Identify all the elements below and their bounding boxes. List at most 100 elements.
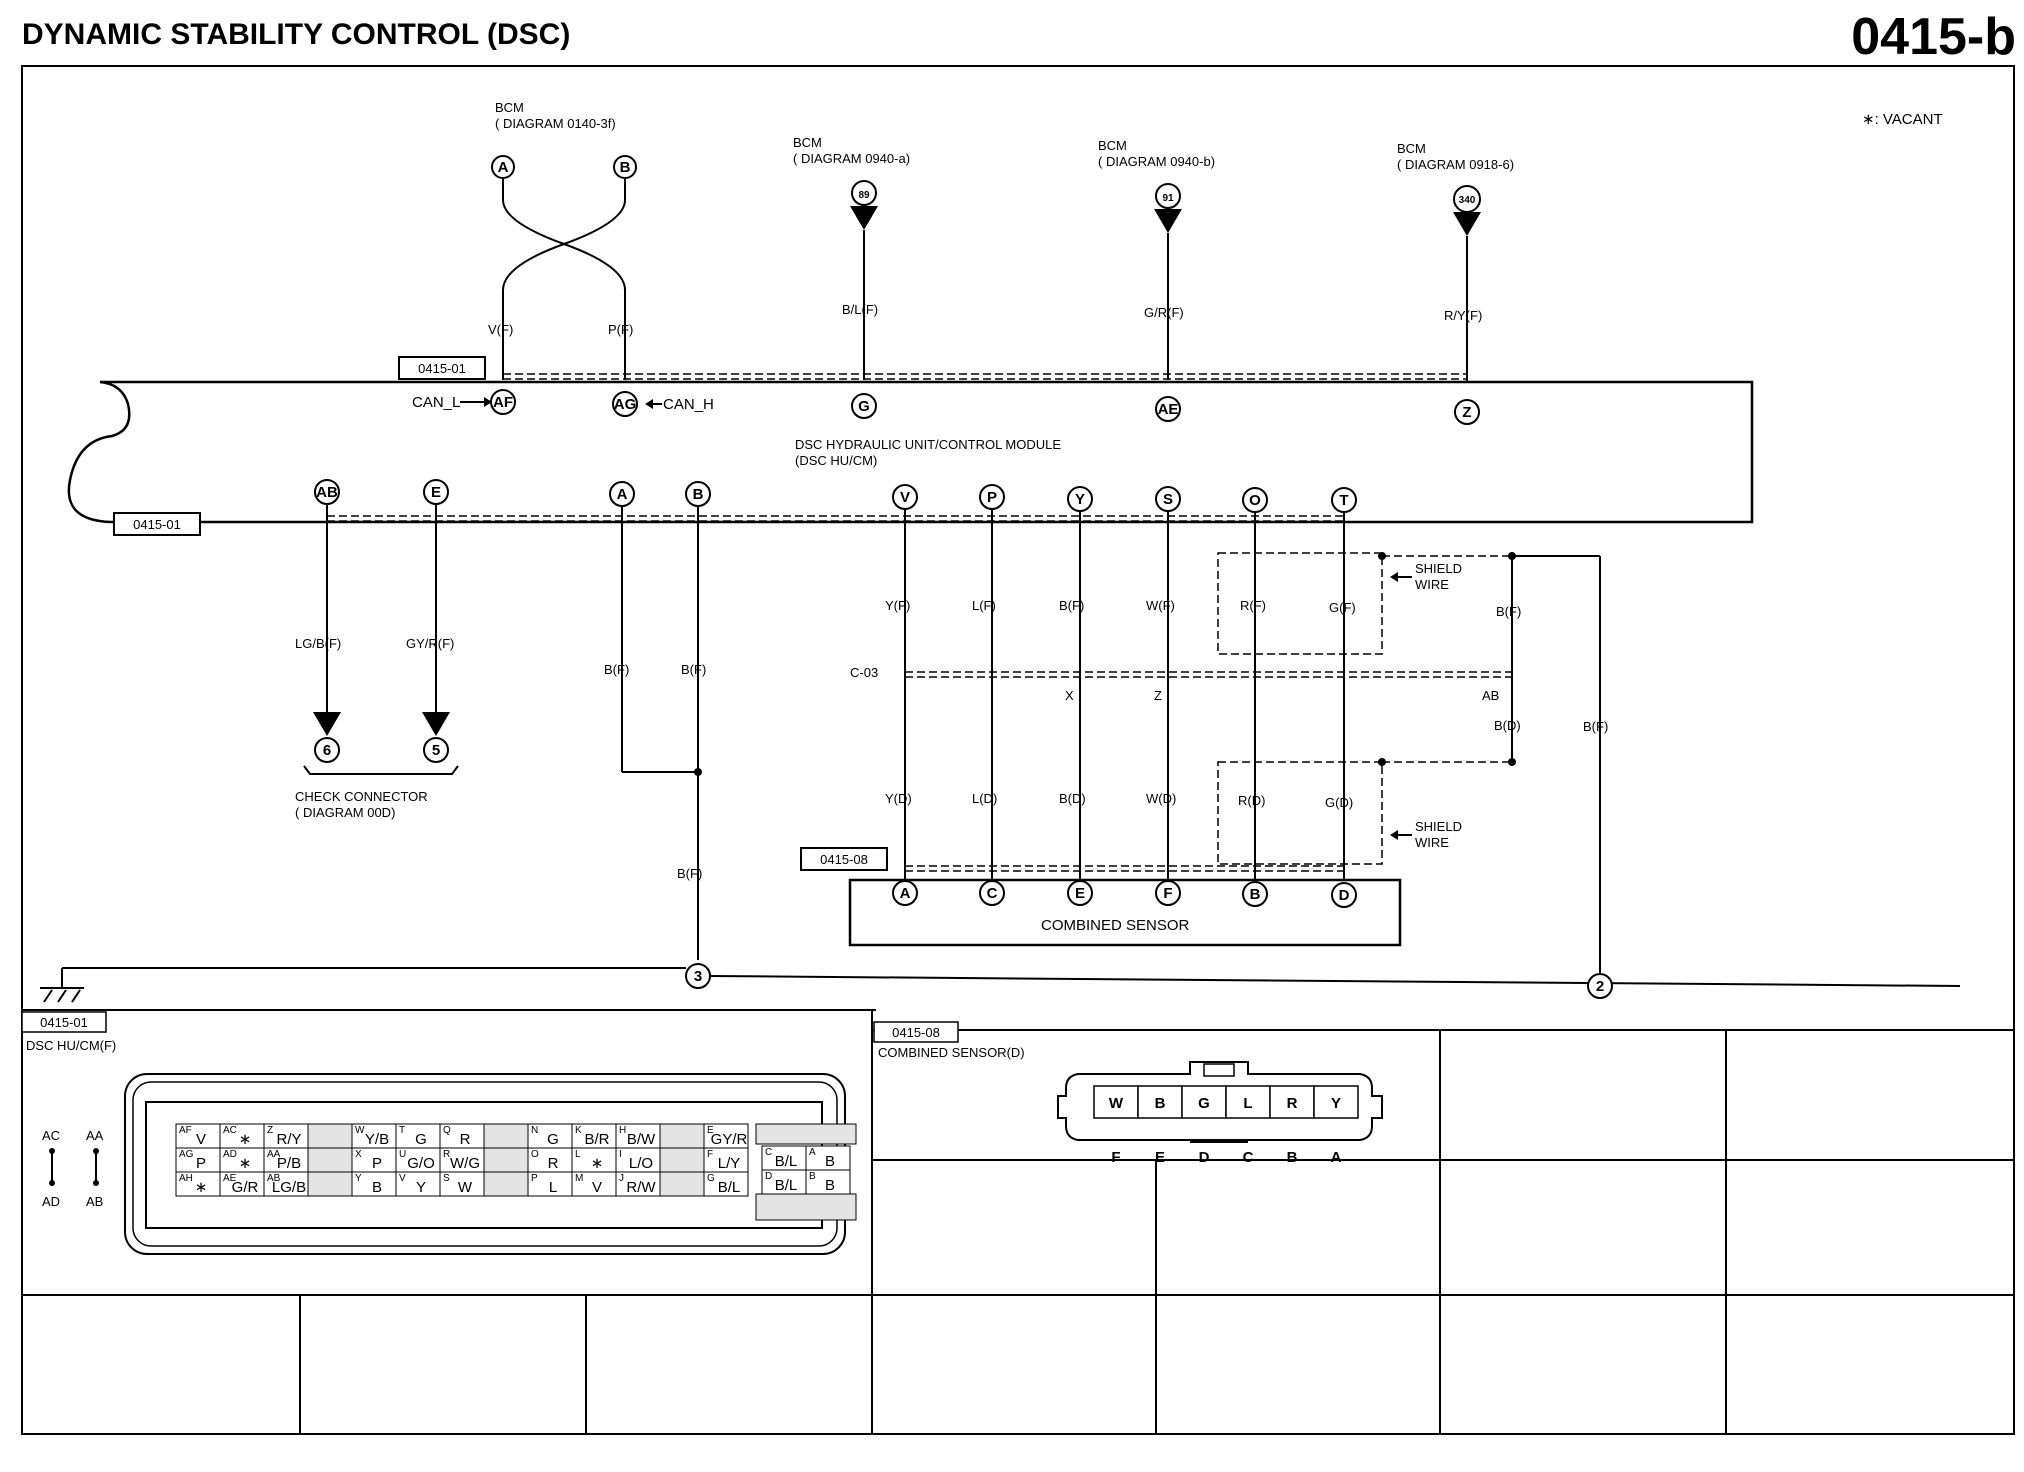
cavity-id: Y (355, 1173, 362, 1184)
cavity-id: M (575, 1173, 583, 1184)
svg-text:Y(D): Y(D) (885, 791, 912, 806)
can-low-label: CAN_L (412, 394, 460, 411)
svg-text:B(F): B(F) (681, 662, 706, 677)
svg-text:BCM: BCM (1397, 141, 1426, 156)
svg-text:Y: Y (1075, 491, 1085, 508)
cavity-color: R/Y (276, 1131, 301, 1148)
cavity-color: B/R (584, 1131, 609, 1148)
cavity-id: V (399, 1173, 406, 1184)
svg-text:B(F): B(F) (604, 662, 629, 677)
svg-text:89: 89 (858, 190, 870, 201)
svg-text:B(D): B(D) (1494, 718, 1521, 733)
sensor-cavity-pin: C (1243, 1149, 1254, 1166)
svg-text:AE: AE (1158, 401, 1179, 418)
sensor-cavity-color: Y (1331, 1095, 1341, 1112)
svg-text:AB: AB (1482, 688, 1499, 703)
cavity-color: B/W (627, 1131, 656, 1148)
svg-text:D: D (1339, 887, 1350, 904)
module-name: DSC HYDRAULIC UNIT/CONTROL MODULE (795, 437, 1061, 452)
ref-box-top (398, 356, 486, 380)
cavity-color: B (825, 1177, 835, 1194)
connector-grid (22, 1009, 2014, 1434)
svg-text:W(F): W(F) (1146, 598, 1175, 613)
svg-text:( DIAGRAM 00D): ( DIAGRAM 00D) (295, 805, 395, 820)
svg-text:Y(F): Y(F) (885, 598, 910, 613)
cavity-color: B (372, 1179, 382, 1196)
vacant-note: ∗: VACANT (1862, 111, 1943, 128)
cavity-color: ∗ (591, 1155, 604, 1172)
svg-text:WIRE: WIRE (1415, 835, 1449, 850)
cavity-color: B/L (718, 1179, 741, 1196)
svg-text:G(F): G(F) (1329, 600, 1356, 615)
cavity-color: Y/B (365, 1131, 389, 1148)
svg-text:BCM: BCM (793, 135, 822, 150)
svg-text:AC: AC (42, 1128, 60, 1143)
svg-text:3: 3 (694, 968, 702, 985)
cavity-color: ∗ (239, 1131, 252, 1148)
svg-text:C: C (987, 885, 998, 902)
sensor-cavity-pin: B (1287, 1149, 1298, 1166)
cavity-color: ∗ (195, 1179, 208, 1196)
blank-cavity (483, 1123, 529, 1149)
sensor-cavity-color: G (1198, 1095, 1210, 1112)
cavity-x (351, 1147, 397, 1173)
svg-text:GY/R(F): GY/R(F) (406, 636, 454, 651)
dsc-connector-view: 0415-01 DSC HU/CM(F) AC AD AA AB AFVAC∗Z… (21, 1011, 857, 1255)
cavity-color: Y (416, 1179, 426, 1196)
cavity-id: AG (179, 1149, 194, 1160)
can-high-label: CAN_H (663, 396, 714, 413)
cavity-color: L (549, 1179, 557, 1196)
cavity-id: H (619, 1125, 626, 1136)
cavity-color: L/Y (718, 1155, 741, 1172)
sensor-cavity-color: R (1287, 1095, 1298, 1112)
svg-text:X: X (1065, 688, 1074, 703)
module-abbr: (DSC HU/CM) (795, 453, 877, 468)
cavity-color: B/L (775, 1177, 798, 1194)
cavity-id: AC (223, 1125, 237, 1136)
svg-text:( DIAGRAM 0918-6): ( DIAGRAM 0918-6) (1397, 157, 1514, 172)
svg-text:AA: AA (86, 1128, 104, 1143)
svg-text:2: 2 (1596, 978, 1604, 995)
svg-text:DSC HU/CM(F): DSC HU/CM(F) (26, 1038, 116, 1053)
svg-text:SHIELD: SHIELD (1415, 561, 1462, 576)
svg-text:BCM: BCM (495, 100, 524, 115)
bcm-can-source: BCM ( DIAGRAM 0140-3f) A B V(F) P(F) (488, 100, 637, 380)
svg-text:AB: AB (86, 1194, 103, 1209)
svg-text:L(D): L(D) (972, 791, 997, 806)
cavity-id: AB (267, 1173, 281, 1184)
svg-text:B(F): B(F) (1583, 719, 1608, 734)
cavity-color: ∗ (239, 1155, 252, 1172)
svg-text:R(D): R(D) (1238, 793, 1265, 808)
cavity-id: G (707, 1173, 715, 1184)
svg-text:V: V (900, 489, 910, 506)
cavity-k (571, 1123, 617, 1149)
blank-cavity (307, 1147, 353, 1173)
cavity-e (703, 1123, 749, 1149)
svg-text:CHECK CONNECTOR: CHECK CONNECTOR (295, 789, 428, 804)
cavity-id: K (575, 1125, 582, 1136)
cavity-ab (263, 1171, 309, 1197)
cavity-id: O (531, 1149, 539, 1160)
cavity-color: V (196, 1131, 206, 1148)
cavity-color: G (415, 1131, 427, 1148)
bcm-source-340: BCM ( DIAGRAM 0918-6) 340 R/Y(F) (1397, 141, 1514, 395)
svg-text:BCM: BCM (1098, 138, 1127, 153)
cavity-id: X (355, 1149, 362, 1160)
cavity-color: V (592, 1179, 602, 1196)
ground-circuit: B(F) B(F) B(F) 3 2 B(F) B(D) B(F) (40, 506, 1961, 1003)
combined-sensor: A C E F B D COMBINED SENSOR (848, 878, 1402, 947)
ref-box-bottom (113, 512, 201, 536)
svg-text:0415-01: 0415-01 (418, 361, 466, 376)
cavity-id: U (399, 1149, 406, 1160)
svg-text:0415-01: 0415-01 (40, 1015, 88, 1030)
cavity-id: AE (223, 1173, 237, 1184)
blank-cavity (307, 1171, 353, 1197)
sensor-cavity-color: B (1155, 1095, 1166, 1112)
blank-cavity (755, 1193, 857, 1221)
cavity-i (615, 1147, 661, 1173)
cavity-id: AF (179, 1125, 192, 1136)
cavity-color: L/O (629, 1155, 653, 1172)
sensor-wiring: Y(F) L(F) B(F) W(F) R(F) G(F) C-03 X Z A… (800, 509, 1512, 880)
svg-text:AB: AB (316, 484, 338, 501)
